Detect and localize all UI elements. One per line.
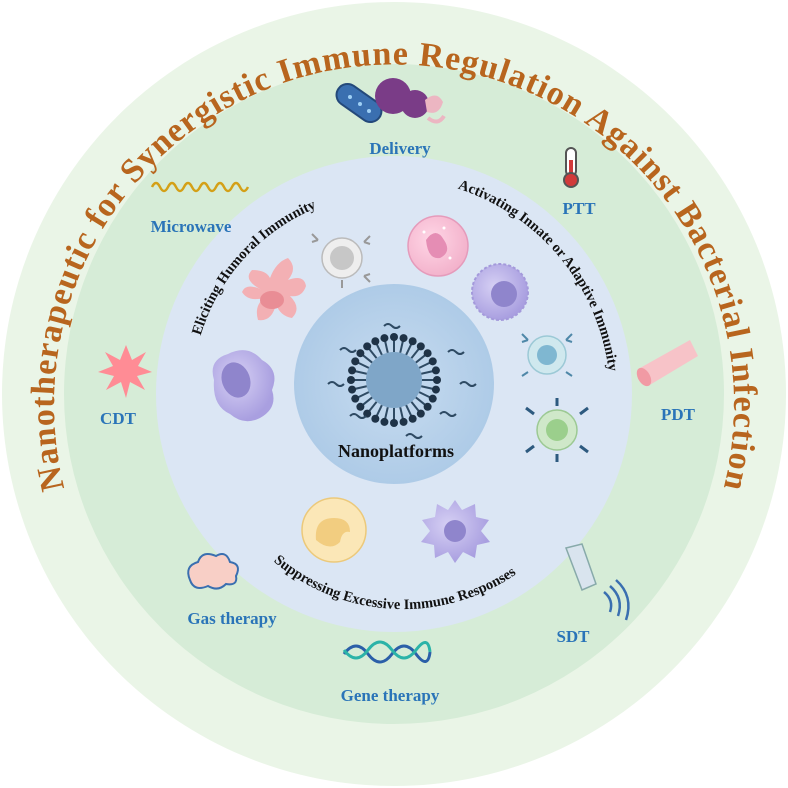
macrophage-purple-icon	[471, 263, 529, 321]
b-cell-icon	[311, 233, 371, 288]
thermometer-icon	[563, 147, 579, 188]
gene-therapy-label: Gene therapy	[341, 686, 440, 705]
microwave-label: Microwave	[151, 217, 232, 236]
bacterium-icon	[335, 82, 383, 124]
gas-therapy-label: Gas therapy	[187, 609, 277, 628]
ultrasound-probe-icon	[564, 543, 630, 621]
dendritic-purple-icon	[421, 500, 490, 563]
light-beam-icon	[636, 340, 698, 387]
starburst-icon	[98, 345, 152, 398]
macrophage-icon	[212, 350, 275, 422]
sdt-label: SDT	[556, 627, 590, 646]
dna-helix-icon	[342, 640, 432, 664]
delivery-label: Delivery	[369, 139, 431, 158]
monocyte-icon	[301, 497, 367, 563]
gas-cloud-icon	[187, 553, 239, 590]
pdt-label: PDT	[661, 405, 696, 424]
nanoparticle-icon	[327, 323, 477, 439]
nanoplatforms-label: Nanoplatforms	[338, 441, 454, 461]
t-cell-icon	[521, 333, 573, 377]
killer-cell-icon	[525, 398, 589, 462]
dendritic-cell-icon	[242, 258, 306, 321]
cdt-label: CDT	[100, 409, 137, 428]
ptt-label: PTT	[562, 199, 596, 218]
microwave-icon	[150, 181, 250, 193]
neutrophil-icon	[407, 215, 469, 277]
phagocyte-icon	[375, 78, 446, 124]
